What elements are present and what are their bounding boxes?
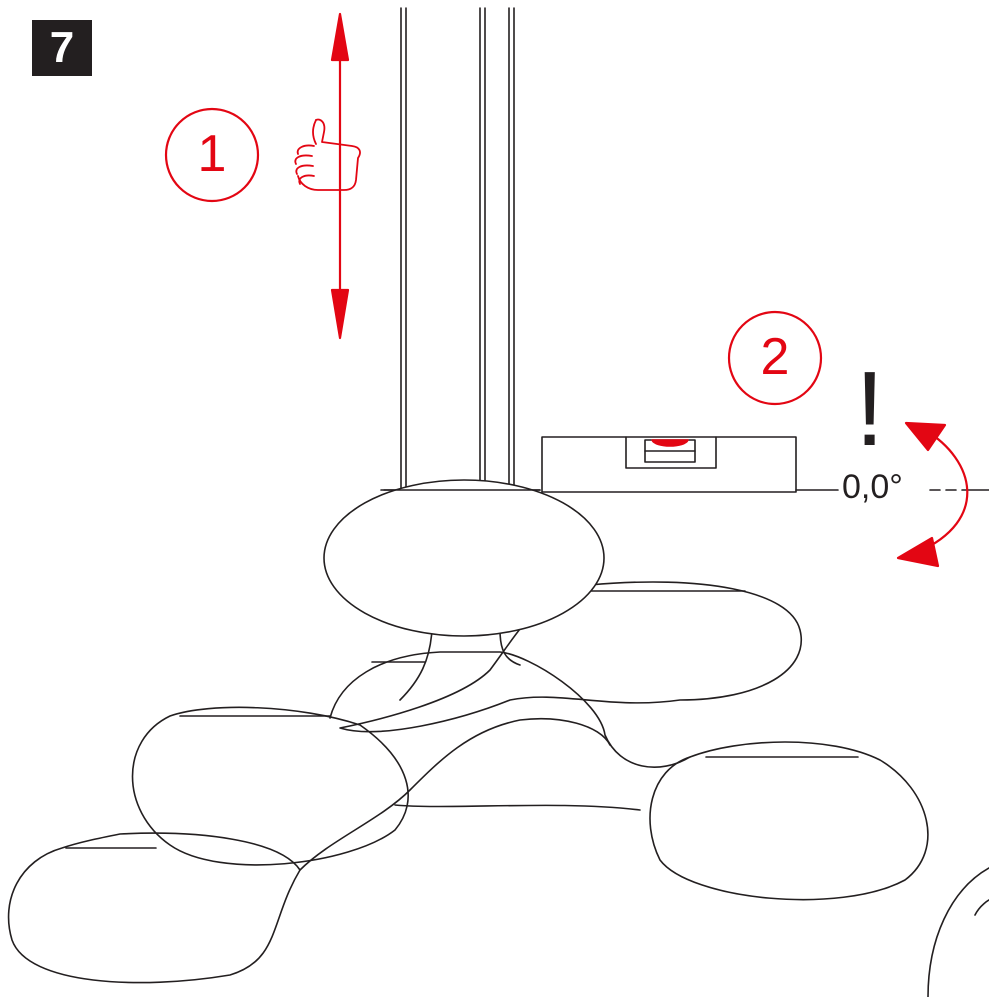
- step-number-badge: 7: [32, 20, 92, 76]
- base-lobe-bottom-right: [649, 741, 929, 901]
- base-lobe-bottom-left: [7, 832, 301, 984]
- pole: [380, 7, 541, 491]
- rotate-arrow-icon: [896, 421, 969, 568]
- base-connector: [299, 717, 611, 871]
- base-lobe-upper-right: [339, 581, 803, 733]
- marker-circle-1: [164, 107, 260, 203]
- spirit-level: [541, 436, 797, 493]
- double-arrow-vertical-icon: [330, 12, 350, 340]
- warning-exclamation: !: [855, 350, 885, 468]
- marker-label-2: 2: [760, 328, 790, 386]
- base-lobe-top: [323, 479, 605, 637]
- marker-label-1: 1: [197, 125, 227, 183]
- marker-circle-2: [727, 310, 823, 406]
- base-underside: [329, 651, 691, 811]
- level-bubble: [651, 439, 689, 447]
- thumbs-up-icon: [294, 118, 361, 191]
- base-stem: [399, 629, 521, 701]
- partial-part-inner: [974, 899, 989, 916]
- base-lobe-middle-left: [131, 706, 409, 866]
- partial-part-corner: [927, 867, 989, 997]
- level-angle-label: 0,0°: [842, 468, 903, 506]
